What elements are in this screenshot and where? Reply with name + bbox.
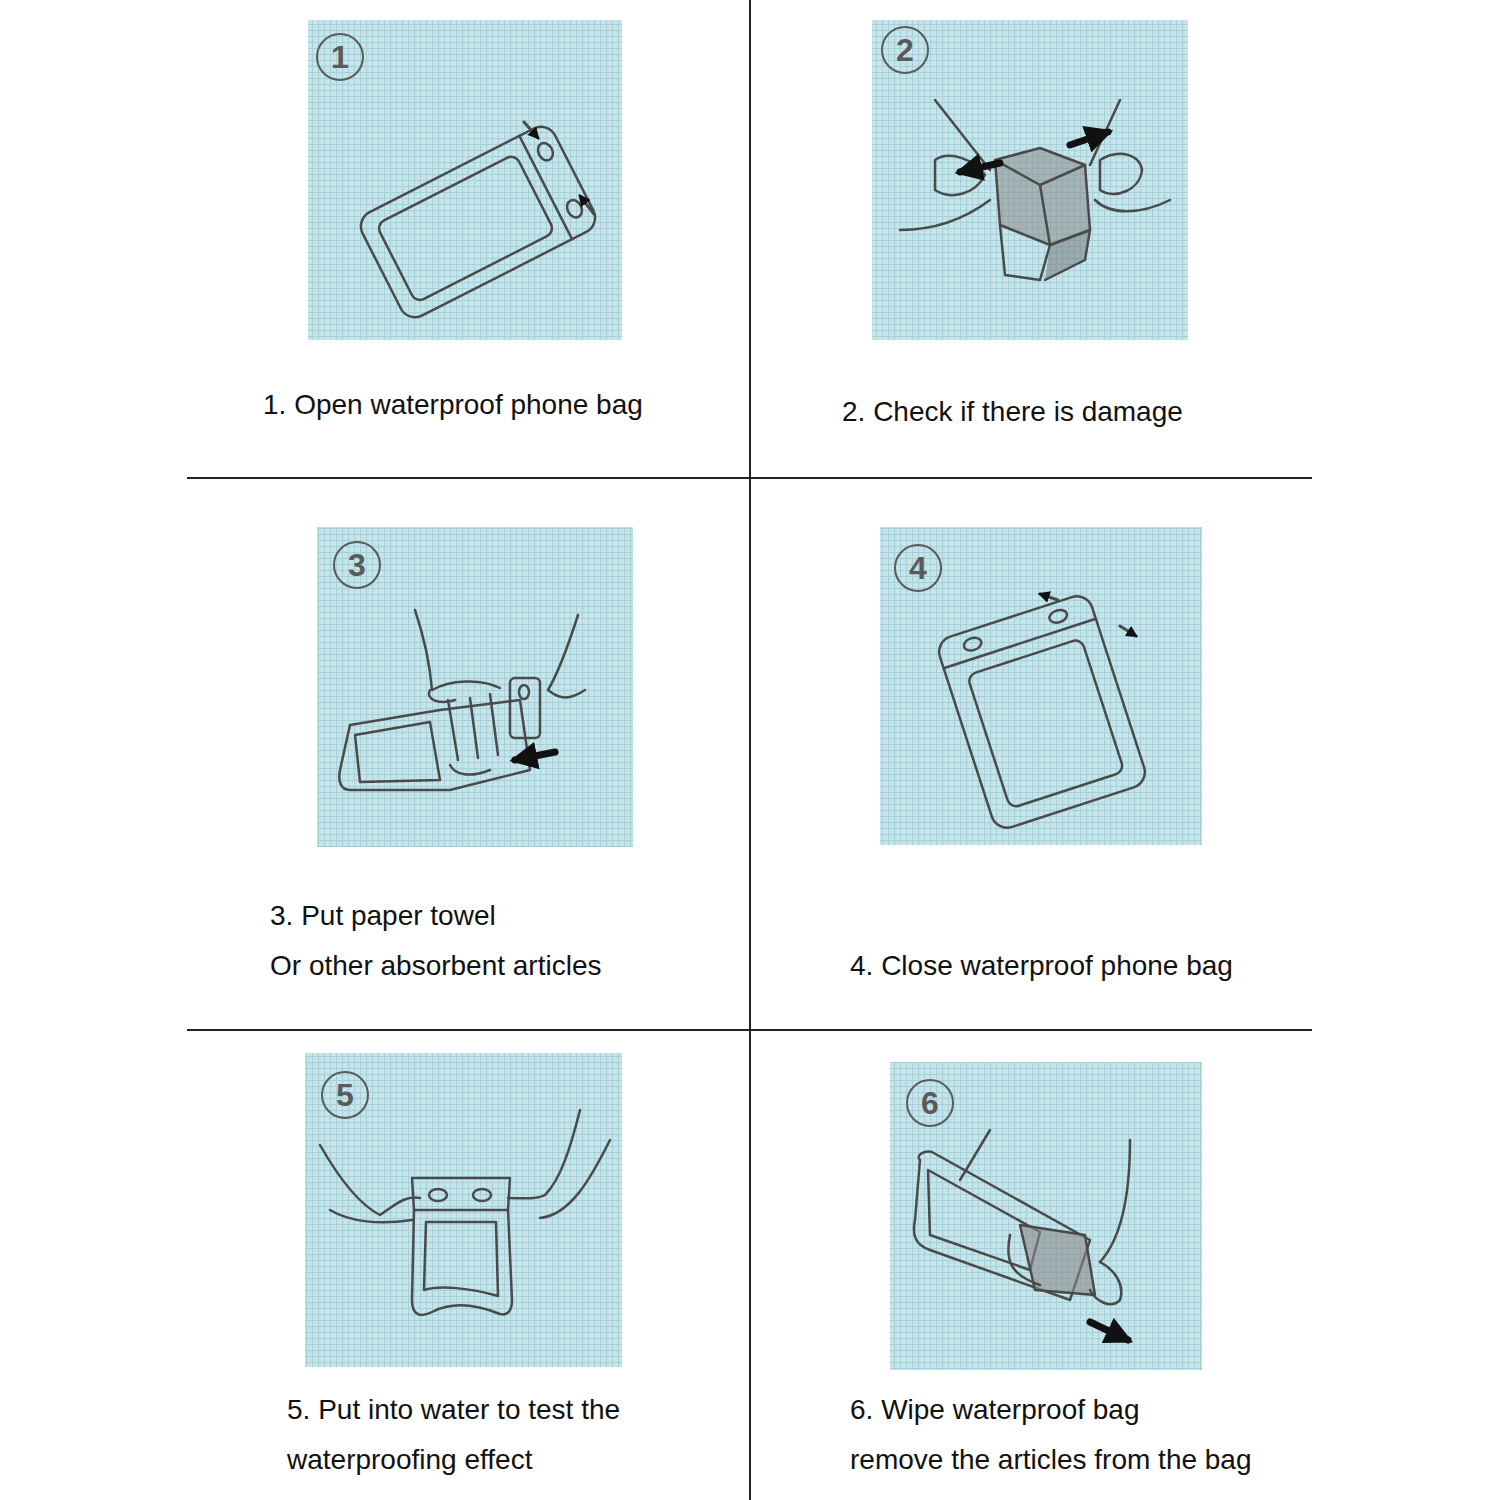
step-caption: 2. Check if there is damage — [842, 395, 1183, 429]
step-caption: 4. Close waterproof phone bag — [850, 949, 1233, 983]
callout-number: 2 — [881, 26, 929, 74]
callout-text: 4 — [909, 552, 927, 584]
callout-number: 1 — [316, 33, 364, 81]
insert-towel — [339, 610, 585, 790]
closed-pouch — [935, 592, 1149, 832]
step-caption: Or other absorbent articles — [270, 949, 602, 983]
callout-text: 2 — [896, 34, 914, 66]
wipe-pouch — [914, 1130, 1130, 1340]
step-caption: 3. Put paper towel — [270, 899, 496, 933]
press-arrows — [524, 122, 594, 214]
callout-text: 6 — [921, 1087, 939, 1119]
step-caption: 6. Wipe waterproof bag — [850, 1393, 1140, 1427]
step-caption: 1. Open waterproof phone bag — [263, 388, 643, 422]
grid-lines — [187, 0, 1312, 1500]
pouch-open-check — [900, 100, 1170, 280]
step-caption: remove the articles from the bag — [850, 1443, 1252, 1477]
callout-text: 1 — [331, 41, 349, 73]
step-caption: waterproofing effect — [287, 1443, 532, 1477]
open-pouch — [355, 121, 600, 322]
callout-number: 4 — [894, 544, 942, 592]
callout-number: 3 — [333, 541, 381, 589]
callout-number: 6 — [906, 1079, 954, 1127]
callout-text: 5 — [336, 1079, 354, 1111]
callout-number: 5 — [321, 1071, 369, 1119]
slide-arrows — [1040, 594, 1136, 636]
panel-backgrounds — [305, 20, 1202, 1370]
step-caption: 5. Put into water to test the — [287, 1393, 620, 1427]
callout-text: 3 — [348, 549, 366, 581]
water-test — [320, 1110, 610, 1315]
